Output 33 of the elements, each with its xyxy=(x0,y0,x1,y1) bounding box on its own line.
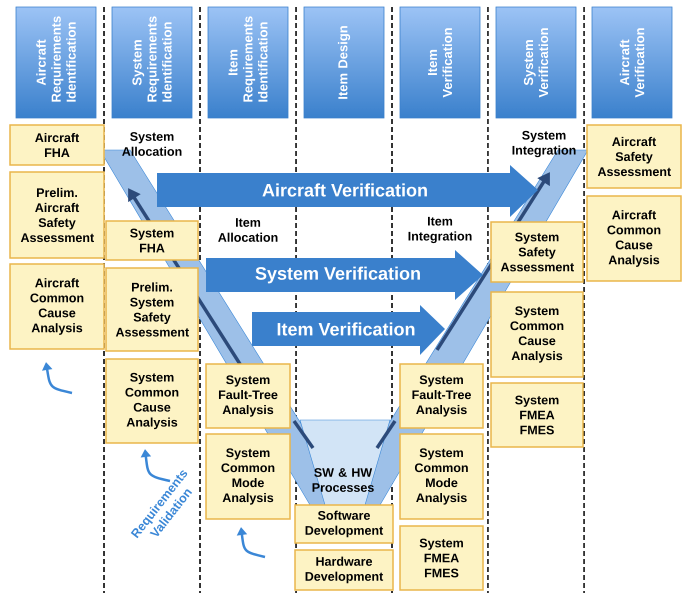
analysis-box: Aircraft Safety Assessment xyxy=(586,124,682,189)
analysis-box: Prelim. Aircraft Safety Assessment xyxy=(9,171,105,259)
analysis-box: Prelim. System Safety Assessment xyxy=(105,267,199,352)
column-header: System Requirements Identification xyxy=(112,6,192,118)
analysis-box: Hardware Development xyxy=(294,549,394,591)
analysis-box: System Common Mode Analysis xyxy=(205,433,291,520)
analysis-box: System Common Cause Analysis xyxy=(490,291,584,378)
phase-label: System Allocation xyxy=(122,132,182,156)
analysis-box: System Common Cause Analysis xyxy=(105,358,199,444)
arrow-label: System Verification xyxy=(256,266,420,284)
analysis-box: System Fault-Tree Analysis xyxy=(399,363,484,429)
column-header: Aircraft Verification xyxy=(592,6,672,118)
column-header: System Verification xyxy=(496,6,576,118)
column-header: Aircraft Requirements Identification xyxy=(16,6,96,118)
column-header: Item Design xyxy=(304,6,384,118)
arrow-label: Item Verification xyxy=(278,322,414,336)
analysis-box: System FMEA FMES xyxy=(490,382,584,448)
analysis-box: Aircraft Common Cause Analysis xyxy=(9,263,105,350)
column-header: Item Verification xyxy=(400,6,480,118)
analysis-box: System Safety Assessment xyxy=(490,221,584,283)
phase-label: SW & HW Processes xyxy=(312,468,374,492)
phase-label: Item Allocation xyxy=(218,218,278,242)
phase-label: Item Integration xyxy=(408,216,472,244)
column-header: Item Requirements Identification xyxy=(208,6,288,118)
analysis-box: System FHA xyxy=(105,220,199,261)
analysis-box: Aircraft FHA xyxy=(9,124,105,166)
analysis-box: Software Development xyxy=(294,504,394,544)
phase-label: System Integration xyxy=(512,130,576,158)
arrow-label: Aircraft Verification xyxy=(262,183,427,197)
analysis-box: System FMEA FMES xyxy=(399,525,484,591)
analysis-box: Aircraft Common Cause Analysis xyxy=(586,195,682,282)
analysis-box: System Fault-Tree Analysis xyxy=(205,363,291,429)
analysis-box: System Common Mode Analysis xyxy=(399,433,484,520)
